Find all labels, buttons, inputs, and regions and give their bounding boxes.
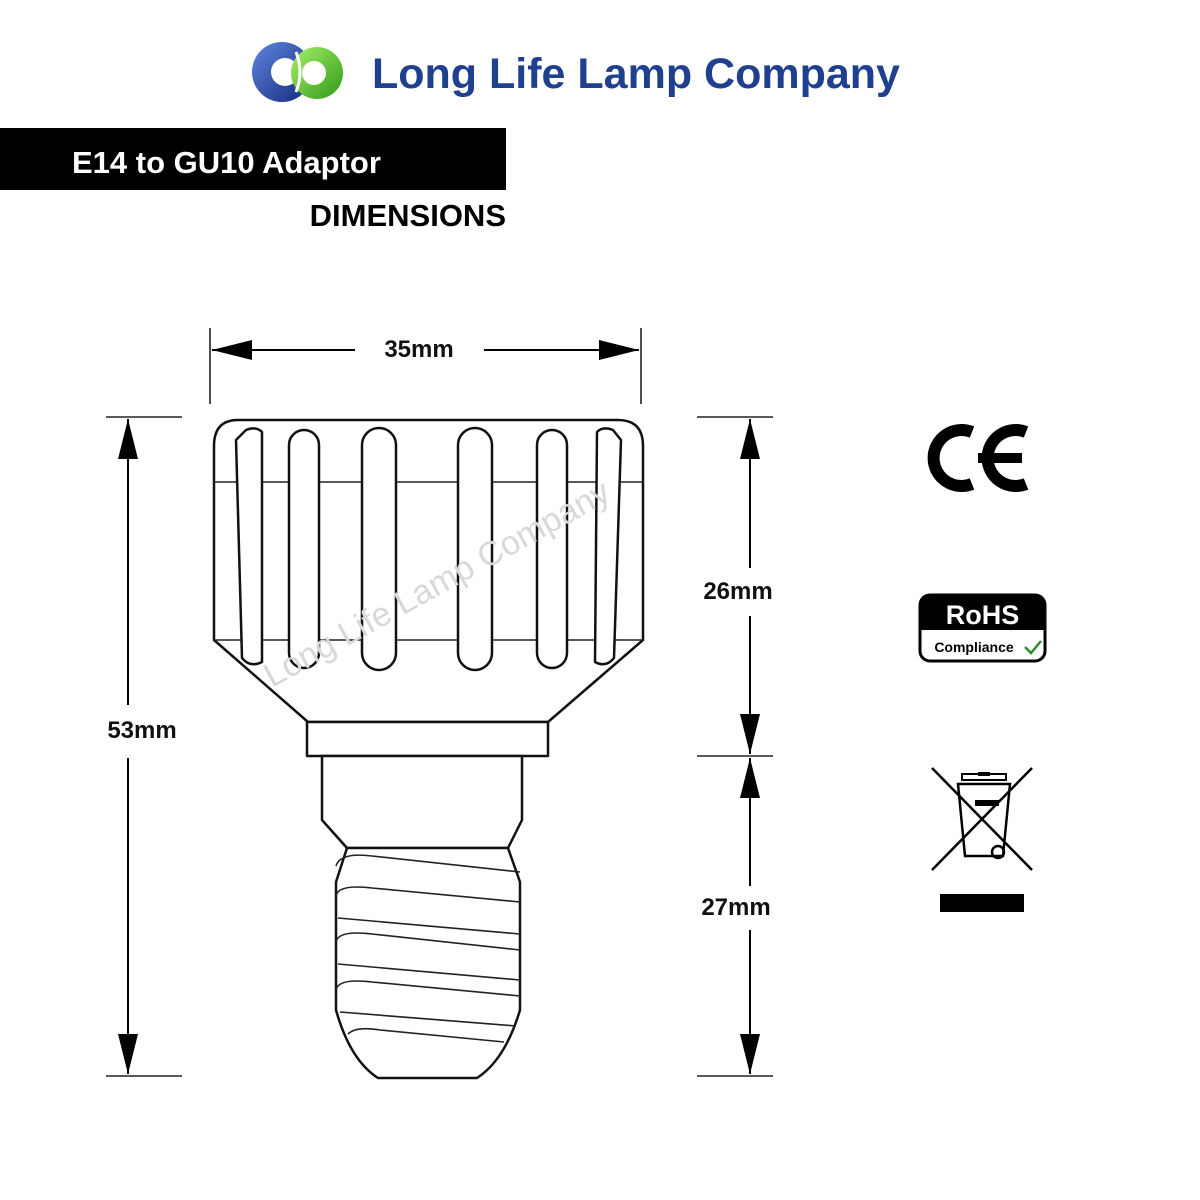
rohs-title: RoHS	[946, 600, 1020, 630]
width-dimension	[209, 328, 642, 404]
brand-logo-icon	[252, 42, 343, 102]
top-height-label: 26mm	[703, 578, 772, 605]
adaptor-drawing	[212, 418, 645, 1080]
rohs-compliance-icon: RoHS Compliance	[918, 593, 1047, 663]
ce-mark-icon	[927, 424, 1029, 492]
weee-crossed-bin-icon	[931, 767, 1033, 912]
total-height-label: 53mm	[107, 717, 176, 744]
product-title: E14 to GU10 Adaptor	[72, 145, 381, 180]
total-height-dimension	[106, 416, 182, 1077]
dimensions-subtitle: DIMENSIONS	[310, 198, 506, 233]
rohs-subtitle: Compliance	[934, 639, 1014, 655]
width-label: 35mm	[384, 336, 453, 363]
brand-name: Long Life Lamp Company	[372, 50, 900, 98]
segment-height-dimension	[697, 416, 773, 1077]
title-banner	[0, 128, 506, 190]
check-icon	[1024, 640, 1042, 655]
bottom-height-label: 27mm	[701, 894, 770, 921]
